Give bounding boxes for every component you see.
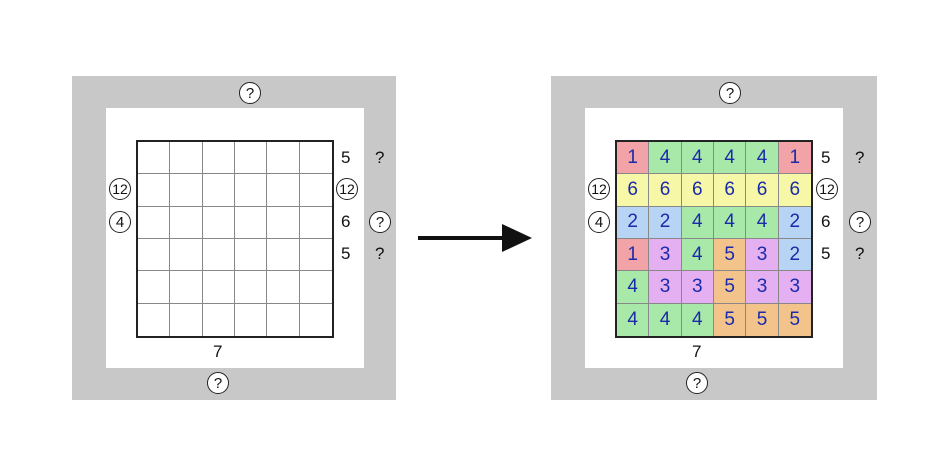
left-grid-cell [138,271,171,304]
right-grid-cell: 4 [681,142,714,175]
right-grid-cell: 4 [617,303,650,336]
right-row4-outer-clue: ? [855,244,865,263]
left-row3-outer-clue: ? [369,211,391,233]
right-grid-cell: 1 [778,142,811,175]
left-grid-cell [202,206,235,239]
right-grid-cell: 4 [649,303,682,336]
left-row3-left-clue: 4 [109,211,131,233]
left-grid-cell [202,238,235,272]
left-grid-cell [138,238,171,272]
right-grid-cell: 2 [778,206,811,239]
left-grid-cell [170,174,203,207]
left-row3-right-number: 6 [341,212,351,231]
right-row1-right-number: 5 [821,148,831,167]
left-grid-cell [299,142,332,175]
right-grid-cell: 3 [778,271,811,304]
right-grid-cell: 4 [681,206,714,239]
right-grid-cell: 2 [617,206,650,239]
left-grid-cell [138,206,171,239]
left-grid-cell [170,206,203,239]
left-bottom-number: 7 [213,342,223,361]
left-grid-cell [170,238,203,272]
left-bottom-clue: ? [207,372,229,394]
left-row4-right-number: 5 [341,244,351,263]
right-grid-cell: 5 [713,238,747,272]
left-grid-cell [267,303,300,336]
left-row2-right-number: 12 [336,178,358,200]
left-grid-cell [299,239,332,272]
right-grid-cell: 2 [778,238,811,272]
left-grid-cell [299,207,332,239]
right-grid-cell: 4 [617,271,650,304]
right-grid-cell: 4 [681,238,714,272]
right-grid-cell: 4 [746,206,779,239]
right-grid-cell: 3 [746,238,779,272]
right-row2-right-number: 12 [816,178,838,200]
right-top-clue: ? [719,82,741,104]
right-grid-cell: 6 [746,174,779,207]
left-grid-cell [202,174,235,207]
right-row2-left-clue: 12 [588,178,610,200]
right-grid-cell: 3 [746,271,779,304]
left-grid-cell [170,142,203,175]
left-grid-cell [234,174,268,207]
left-grid-cell [234,238,268,272]
left-empty-grid [136,140,334,338]
right-grid-cell: 5 [746,303,779,336]
right-grid-cell: 1 [617,238,650,272]
left-grid-cell [170,271,203,304]
right-grid-cell: 6 [681,174,714,207]
right-grid-cell: 6 [778,174,811,207]
left-grid-cell [300,304,332,336]
left-grid-cell [203,303,235,336]
right-row1-outer-clue: ? [855,148,865,167]
left-grid-cell [267,174,300,207]
right-row3-right-number: 6 [821,212,831,231]
left-grid-cell [267,238,300,272]
left-grid-cell [202,142,235,175]
right-grid-cell: 4 [713,206,747,239]
right-grid-cell: 5 [713,271,747,304]
left-grid-cell [170,303,203,336]
left-row1-right-number: 5 [341,148,351,167]
right-grid-cell: 4 [649,142,682,175]
left-grid-cell [202,271,235,304]
right-grid-cell: 5 [713,303,747,336]
left-row2-left-clue: 12 [109,178,131,200]
left-grid-cell [299,174,332,207]
right-row3-outer-clue: ? [849,211,871,233]
right-grid-cell: 5 [778,303,811,336]
left-row4-outer-clue: ? [375,244,385,263]
right-grid-cell: 2 [649,206,682,239]
right-grid-cell: 6 [617,174,650,207]
right-grid-cell: 6 [649,174,682,207]
left-grid-cell [138,142,171,175]
left-grid-cell [267,206,300,239]
left-grid-cell [235,303,268,336]
left-grid-cell [267,142,300,175]
right-grid-cell: 6 [713,174,747,207]
right-grid-cell: 3 [681,271,714,304]
right-row3-left-clue: 4 [588,211,610,233]
right-grid-cell: 3 [649,238,682,272]
right-grid-cell: 4 [681,303,714,336]
right-row4-right-number: 5 [821,244,831,263]
right-grid-cell: 1 [617,142,650,175]
left-row1-outer-clue: ? [375,148,385,167]
right-grid-cell: 4 [713,142,747,175]
right-arrow-icon [418,224,532,252]
left-grid-cell [234,206,268,239]
left-grid-cell [299,271,332,304]
left-grid-cell [234,271,268,304]
right-bottom-number: 7 [692,342,702,361]
left-grid-cell [138,303,171,336]
left-grid-cell [267,271,300,304]
left-grid-cell [234,142,268,175]
left-top-clue: ? [239,82,261,104]
right-bottom-clue: ? [686,372,708,394]
right-grid-cell: 3 [649,271,682,304]
left-grid-cell [138,174,171,207]
right-grid-cell: 4 [746,142,779,175]
